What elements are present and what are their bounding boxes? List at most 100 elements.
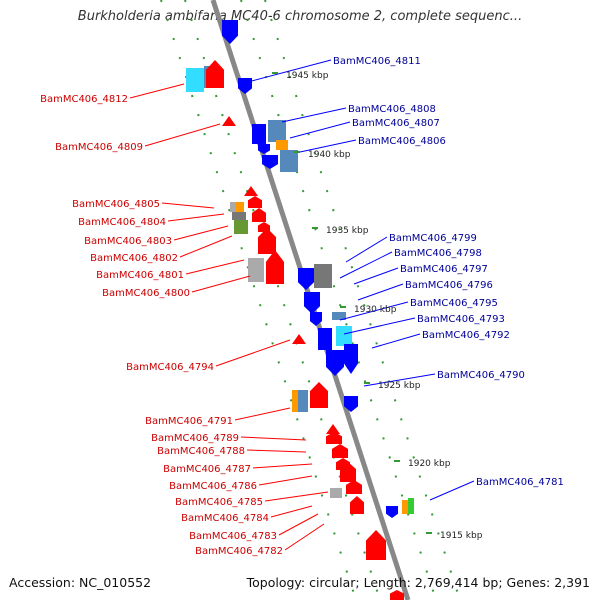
leader-line bbox=[371, 333, 421, 349]
gene-label-bammc406-4784[interactable]: BamMC406_4784 bbox=[181, 513, 269, 524]
gene-arrow bbox=[366, 530, 386, 560]
leader-line bbox=[357, 283, 404, 301]
leader-line bbox=[215, 339, 291, 367]
forward-strand-labels: BamMC406_4812BamMC406_4809BamMC406_4805B… bbox=[40, 94, 283, 557]
gene-arrow bbox=[346, 480, 362, 494]
gene-label-bammc406-4785[interactable]: BamMC406_4785 bbox=[175, 497, 263, 508]
gene-box bbox=[402, 500, 410, 514]
gene-label-bammc406-4788[interactable]: BamMC406_4788 bbox=[157, 446, 245, 457]
gene-box bbox=[332, 312, 346, 320]
gene-arrow bbox=[344, 396, 358, 412]
tick-label: 1920 kbp bbox=[408, 459, 451, 469]
leader-line bbox=[278, 513, 319, 536]
gene-label-bammc406-4790[interactable]: BamMC406_4790 bbox=[437, 370, 525, 381]
gene-label-bammc406-4789[interactable]: BamMC406_4789 bbox=[151, 433, 239, 444]
gene-label-bammc406-4799[interactable]: BamMC406_4799 bbox=[389, 233, 477, 244]
gene-box bbox=[248, 258, 264, 282]
leader-line bbox=[339, 251, 393, 279]
gene-box bbox=[232, 212, 246, 220]
gene-label-bammc406-4804[interactable]: BamMC406_4804 bbox=[78, 217, 166, 228]
gene-arrow bbox=[222, 116, 236, 126]
gene-label-bammc406-4812[interactable]: BamMC406_4812 bbox=[40, 94, 128, 105]
leader-line bbox=[343, 317, 416, 335]
gene-label-bammc406-4806[interactable]: BamMC406_4806 bbox=[358, 136, 446, 147]
gene-label-bammc406-4805[interactable]: BamMC406_4805 bbox=[72, 199, 160, 210]
gene-box bbox=[276, 140, 288, 150]
tick-label: 1925 kbp bbox=[378, 381, 421, 391]
accession-text: Accession: NC_010552 bbox=[9, 575, 152, 590]
leader-line bbox=[144, 123, 221, 147]
gene-label-bammc406-4811[interactable]: BamMC406_4811 bbox=[333, 56, 421, 67]
gene-label-bammc406-4796[interactable]: BamMC406_4796 bbox=[405, 280, 493, 291]
gene-box bbox=[230, 202, 240, 212]
leader-line bbox=[345, 236, 388, 263]
gene-label-bammc406-4781[interactable]: BamMC406_4781 bbox=[476, 477, 564, 488]
gene-label-bammc406-4801[interactable]: BamMC406_4801 bbox=[96, 270, 184, 281]
leader-line bbox=[173, 225, 229, 241]
leader-line bbox=[161, 202, 215, 209]
gene-label-bammc406-4809[interactable]: BamMC406_4809 bbox=[55, 142, 143, 153]
gene-arrow bbox=[326, 350, 344, 376]
topology-summary: Topology: circular; Length: 2,769,414 bp… bbox=[246, 575, 590, 590]
gene-label-bammc406-4782[interactable]: BamMC406_4782 bbox=[195, 546, 283, 557]
gene-label-bammc406-4783[interactable]: BamMC406_4783 bbox=[189, 531, 277, 542]
gene-label-bammc406-4792[interactable]: BamMC406_4792 bbox=[422, 330, 510, 341]
gene-label-bammc406-4787[interactable]: BamMC406_4787 bbox=[163, 464, 251, 475]
gene-arrow bbox=[298, 268, 314, 290]
gene-arrow bbox=[266, 250, 284, 284]
gene-label-bammc406-4803[interactable]: BamMC406_4803 bbox=[84, 236, 172, 247]
leader-line bbox=[281, 107, 347, 123]
gene-label-bammc406-4797[interactable]: BamMC406_4797 bbox=[400, 264, 488, 275]
gene-box bbox=[236, 202, 244, 212]
leader-line bbox=[264, 491, 329, 502]
leader-line bbox=[191, 275, 251, 293]
gene-label-bammc406-4807[interactable]: BamMC406_4807 bbox=[352, 118, 440, 129]
tick-label: 1945 kbp bbox=[286, 71, 329, 81]
leader-line bbox=[270, 505, 313, 518]
gene-label-bammc406-4794[interactable]: BamMC406_4794 bbox=[126, 362, 214, 373]
gene-label-bammc406-4808[interactable]: BamMC406_4808 bbox=[348, 104, 436, 115]
gene-arrow bbox=[390, 590, 404, 600]
leader-line bbox=[167, 213, 225, 222]
gene-arrow bbox=[292, 334, 306, 344]
gene-label-bammc406-4793[interactable]: BamMC406_4793 bbox=[417, 314, 505, 325]
gene-box bbox=[268, 120, 286, 142]
gene-label-bammc406-4800[interactable]: BamMC406_4800 bbox=[102, 288, 190, 299]
leader-line bbox=[284, 523, 325, 551]
gene-box bbox=[252, 124, 266, 144]
gene-arrow bbox=[340, 462, 356, 482]
label-leader-lines bbox=[129, 59, 475, 551]
gene-label-bammc406-4798[interactable]: BamMC406_4798 bbox=[394, 248, 482, 259]
map-title: Burkholderia ambifaria MC40-6 chromosome… bbox=[77, 9, 523, 24]
gene-arrow bbox=[258, 228, 276, 254]
gene-arrow bbox=[332, 444, 348, 458]
leader-line bbox=[247, 59, 332, 83]
gene-label-bammc406-4802[interactable]: BamMC406_4802 bbox=[90, 253, 178, 264]
gene-label-bammc406-4791[interactable]: BamMC406_4791 bbox=[145, 416, 233, 427]
gene-box bbox=[234, 220, 248, 234]
gene-box bbox=[318, 328, 332, 350]
leader-line bbox=[252, 463, 313, 469]
gene-arrow bbox=[206, 60, 224, 88]
gene-arrow bbox=[326, 424, 340, 434]
tick-label: 1940 kbp bbox=[308, 150, 351, 160]
gene-arrow bbox=[258, 144, 270, 154]
leader-line bbox=[363, 373, 436, 387]
gene-label-bammc406-4786[interactable]: BamMC406_4786 bbox=[169, 481, 257, 492]
tick-label: 1915 kbp bbox=[440, 531, 483, 541]
leader-line bbox=[258, 475, 313, 486]
leader-line bbox=[429, 480, 475, 501]
leader-line bbox=[299, 139, 357, 153]
gene-arrow bbox=[244, 186, 258, 196]
gene-arrow bbox=[326, 432, 342, 444]
leader-line bbox=[234, 407, 291, 421]
gene-box bbox=[280, 150, 298, 172]
gene-arrow bbox=[252, 208, 266, 222]
gene-arrow bbox=[248, 196, 262, 208]
gene-arrow bbox=[304, 292, 320, 314]
gene-arrow bbox=[310, 382, 328, 408]
gene-label-bammc406-4795[interactable]: BamMC406_4795 bbox=[410, 298, 498, 309]
gene-box bbox=[336, 326, 352, 346]
